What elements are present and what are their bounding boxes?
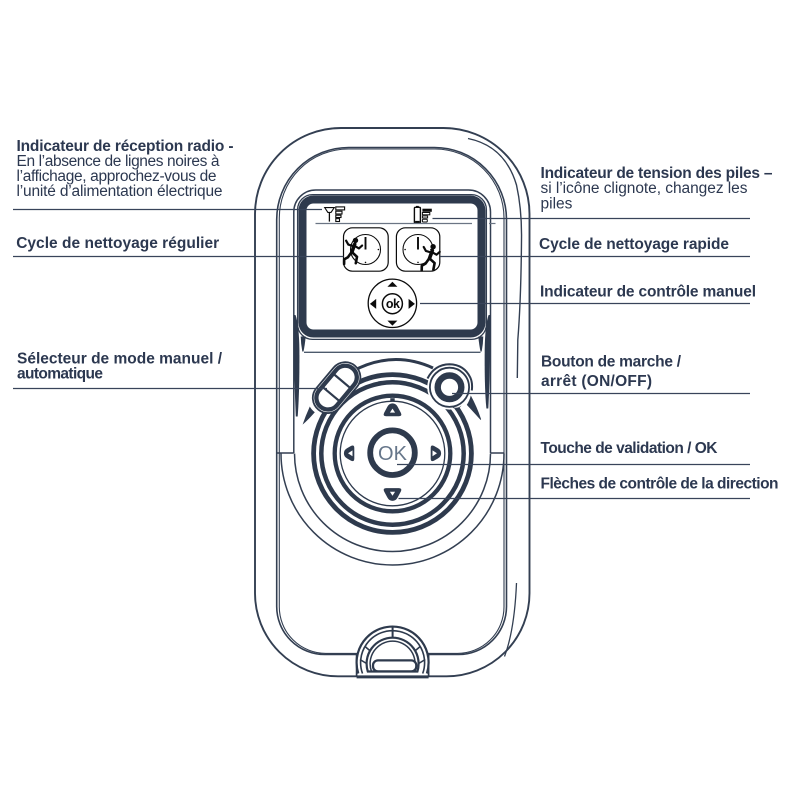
svg-text:Indicateur de tension des pile: Indicateur de tension des piles – [541,165,773,182]
svg-text:En l’absence de lignes noires: En l’absence de lignes noires à [17,153,220,170]
svg-text:OK: OK [378,443,408,465]
svg-text:Sélecteur de mode manuel /: Sélecteur de mode manuel / [17,350,223,367]
svg-text:Cycle de nettoyage régulier: Cycle de nettoyage régulier [16,235,219,252]
svg-text:Flèches de contrôle de la dire: Flèches de contrôle de la direction [541,476,779,493]
svg-text:l’affichage, approchez-vous de: l’affichage, approchez-vous de [17,168,217,185]
svg-text:Indicateur de réception radio: Indicateur de réception radio - [17,138,234,155]
svg-text:ok: ok [386,297,400,311]
svg-text:si l’icône clignote, changez l: si l’icône clignote, changez les [541,180,748,197]
svg-text:arrêt (ON/OFF): arrêt (ON/OFF) [541,373,652,390]
svg-text:Cycle de nettoyage rapide: Cycle de nettoyage rapide [539,236,729,253]
svg-text:automatique: automatique [17,366,103,383]
svg-text:piles: piles [541,195,573,212]
svg-text:Bouton de marche /: Bouton de marche / [541,354,682,371]
svg-text:l’unité d’alimentation électri: l’unité d’alimentation électrique [17,183,223,200]
svg-text:Touche de validation / OK: Touche de validation / OK [541,440,719,457]
svg-text:Indicateur de contrôle manuel: Indicateur de contrôle manuel [540,284,756,301]
